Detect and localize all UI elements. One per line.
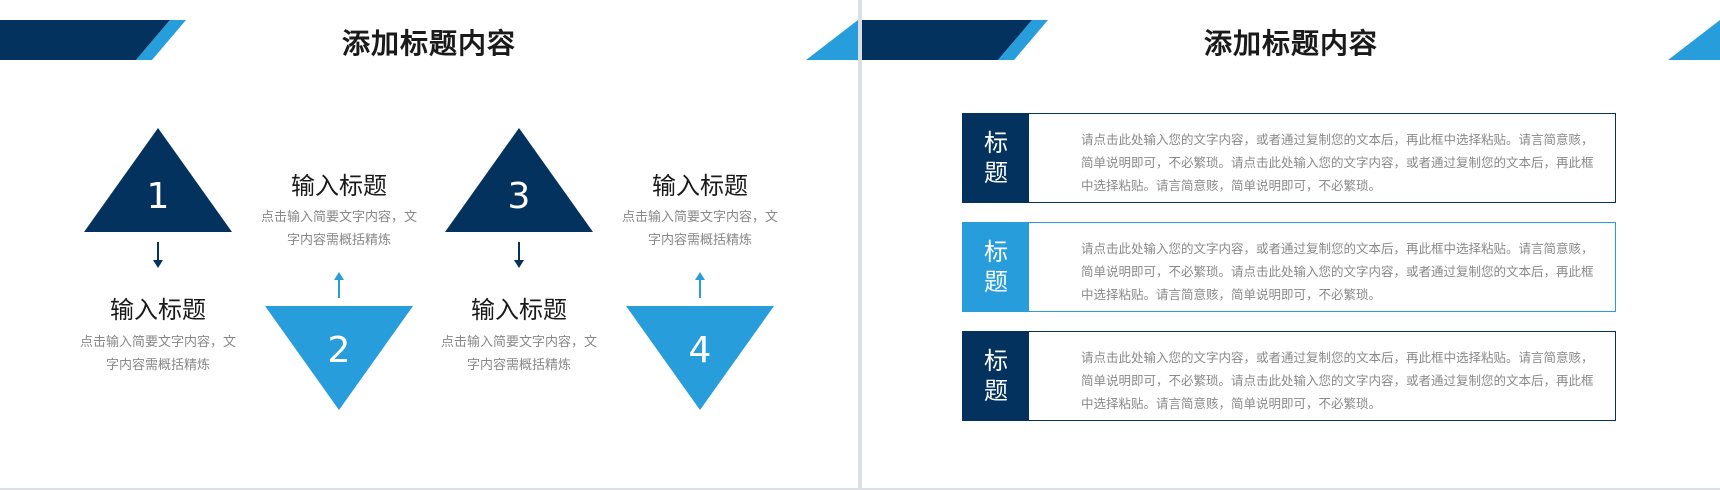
header-banner [862, 20, 1720, 60]
step-number-3: 3 [507, 176, 531, 217]
card-text-2: 请点击此处输入您的文字内容，或者通过复制您的文本后，再此框中选择粘贴。请言简意赅… [1081, 241, 1594, 302]
step-desc-3: 点击输入简要文字内容，文字内容需概括精炼 [440, 335, 597, 373]
slide-left: 添加标题内容 1 2 3 4 输入标题 点击输入简要文字内容，文字内容需概括精炼… [0, 0, 858, 488]
card-tag-1: 标题 [963, 114, 1029, 202]
arrow-up-4-icon [695, 272, 705, 298]
arrow-up-2-icon [334, 272, 344, 298]
page-title: 添加标题内容 [1203, 27, 1378, 60]
header-corner-accent [1668, 20, 1720, 60]
card-text-1: 请点击此处输入您的文字内容，或者通过复制您的文本后，再此框中选择粘贴。请言简意赅… [1081, 132, 1594, 193]
card-tag-3: 标题 [963, 332, 1029, 420]
text-card-2: 标题 请点击此处输入您的文字内容，或者通过复制您的文本后，再此框中选择粘贴。请言… [962, 222, 1616, 312]
step-desc-4: 点击输入简要文字内容，文字内容需概括精炼 [621, 210, 778, 248]
text-card-3: 标题 请点击此处输入您的文字内容，或者通过复制您的文本后，再此框中选择粘贴。请言… [962, 331, 1616, 421]
header-bar-navy [0, 20, 170, 60]
arrow-down-3-icon [514, 242, 524, 268]
card-text-3: 请点击此处输入您的文字内容，或者通过复制您的文本后，再此框中选择粘贴。请言简意赅… [1081, 350, 1594, 411]
header-bar-accent [136, 20, 186, 60]
header-banner [0, 20, 858, 60]
card-tag-2: 标题 [963, 223, 1029, 311]
triangle-4 [626, 306, 774, 410]
text-card-1: 标题 请点击此处输入您的文字内容，或者通过复制您的文本后，再此框中选择粘贴。请言… [962, 113, 1616, 203]
step-heading-1: 输入标题 [110, 296, 206, 324]
step-heading-3: 输入标题 [471, 296, 567, 324]
step-number-1: 1 [146, 176, 170, 217]
triangle-3 [445, 128, 593, 232]
header-corner-accent [806, 20, 858, 60]
arrow-down-1-icon [153, 242, 163, 268]
slide-right: 添加标题内容 标题 请点击此处输入您的文字内容，或者通过复制您的文本后，再此框中… [862, 0, 1720, 488]
triangle-2 [265, 306, 413, 410]
step-heading-2: 输入标题 [291, 172, 387, 200]
triangle-1 [84, 128, 232, 232]
step-desc-1: 点击输入简要文字内容，文字内容需概括精炼 [79, 335, 236, 373]
step-number-4: 4 [688, 330, 712, 371]
triangles-diagram [84, 128, 774, 410]
header-bar-navy [862, 20, 1032, 60]
page-title: 添加标题内容 [341, 27, 516, 60]
step-number-2: 2 [327, 330, 351, 371]
header-bar-accent [998, 20, 1048, 60]
step-desc-2: 点击输入简要文字内容，文字内容需概括精炼 [260, 210, 417, 248]
step-heading-4: 输入标题 [652, 172, 748, 200]
